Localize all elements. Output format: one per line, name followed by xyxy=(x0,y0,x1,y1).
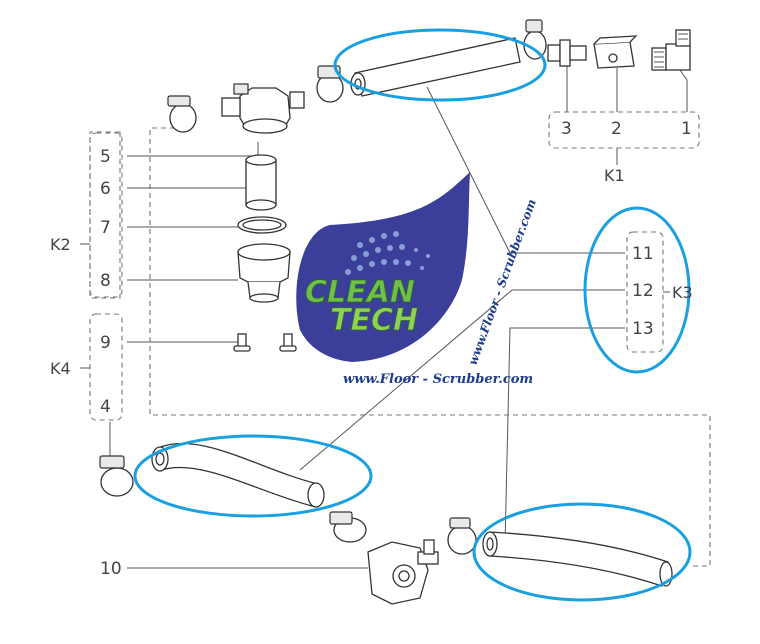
logo-text-clean: CLEAN xyxy=(305,275,415,310)
highlight-hose-middle xyxy=(133,434,373,518)
leader-12 xyxy=(299,289,625,471)
hose-clamp-top-left xyxy=(316,65,344,103)
cleantech-logo-watermark: CLEAN TECH www.Floor - Scrubber.com www.… xyxy=(296,172,539,387)
hose-clamp-middle-bottom xyxy=(329,511,367,543)
screws-part-9 xyxy=(233,333,297,352)
label-part-12: 12 xyxy=(632,281,654,301)
label-part-4: 4 xyxy=(100,397,111,417)
logo-url-bottom: www.Floor - Scrubber.com xyxy=(343,372,533,387)
label-kit-k4: K4 xyxy=(50,359,71,378)
label-part-3: 3 xyxy=(561,119,572,139)
kit-k3-box xyxy=(626,231,664,353)
label-part-8: 8 xyxy=(100,271,111,291)
highlight-hose-bottom xyxy=(472,502,692,602)
filter-bowl-part-8 xyxy=(237,243,291,303)
solenoid-valve-part-10 xyxy=(367,539,439,605)
label-part-1: 1 xyxy=(681,119,692,139)
highlight-k3-labels xyxy=(583,206,691,374)
label-part-7: 7 xyxy=(100,218,111,238)
logo-url-vertical: www.Floor - Scrubber.com xyxy=(466,197,539,367)
leader-5 xyxy=(127,142,259,157)
kit-k4-box xyxy=(89,313,123,421)
fitting-part-3 xyxy=(547,39,587,67)
logo-text-tech: TECH xyxy=(330,303,418,338)
label-kit-k1: K1 xyxy=(604,166,625,185)
leader-11 xyxy=(426,86,625,254)
kit-k2-box xyxy=(89,132,123,298)
hose-clamp-top-right xyxy=(523,19,547,60)
label-kit-k3: K3 xyxy=(672,283,693,302)
label-part-2: 2 xyxy=(611,119,622,139)
label-part-5: 5 xyxy=(100,147,111,167)
label-part-13: 13 xyxy=(632,319,654,339)
dot-pattern xyxy=(345,231,430,275)
label-part-10: 10 xyxy=(100,559,122,579)
label-kit-k2: K2 xyxy=(50,235,71,254)
valve-part-2 xyxy=(593,35,638,69)
hose-bottom-part-13 xyxy=(482,531,673,587)
label-part-6: 6 xyxy=(100,179,111,199)
label-part-11: 11 xyxy=(632,244,654,264)
hose-middle-part-12 xyxy=(151,442,325,508)
hose-clamp-bottom-right xyxy=(447,517,477,555)
assembly-dashed-frame xyxy=(149,127,711,567)
label-part-9: 9 xyxy=(100,333,111,353)
water-drop-shape xyxy=(296,172,470,362)
leader-1 xyxy=(679,69,688,112)
leader-13 xyxy=(504,327,625,546)
o-ring-part-7 xyxy=(237,216,287,234)
kit-k2-bracket xyxy=(89,131,121,299)
elbow-part-1 xyxy=(651,29,691,71)
hose-clamp-middle-left xyxy=(99,455,134,497)
filter-head-part-5 xyxy=(221,83,305,134)
highlight-hose-top xyxy=(333,28,547,102)
hose-clamp-left-part-4 xyxy=(167,95,197,133)
filter-cartridge-part-6 xyxy=(245,154,277,211)
hose-top-part-11 xyxy=(350,37,521,97)
